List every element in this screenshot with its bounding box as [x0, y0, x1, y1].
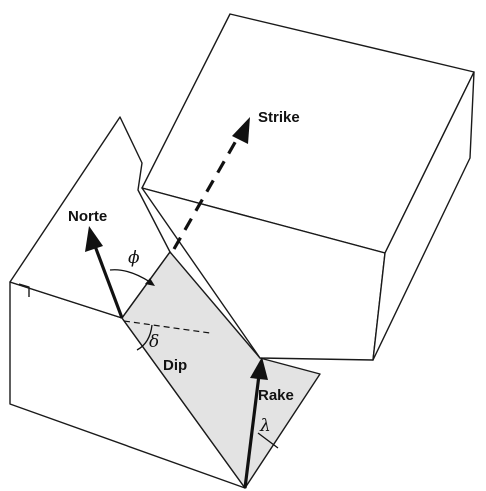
rake-label: Rake — [258, 387, 294, 404]
strike-label: Strike — [258, 109, 300, 126]
footwall-block — [9, 116, 246, 489]
rake-angle-arc — [257, 432, 279, 449]
strike-angle-arc — [109, 269, 151, 283]
strike-angle-label: ϕ — [128, 248, 140, 268]
strike-arrowhead — [232, 117, 250, 144]
strike-angle-arc-tip — [145, 278, 155, 286]
fault-plane — [121, 251, 321, 489]
rake-vector — [243, 374, 261, 489]
rake-angle-label: λ — [259, 416, 271, 436]
rake-arrowhead — [250, 357, 268, 380]
hanging-wall-side-face — [372, 71, 475, 361]
dip-reference-line — [123, 320, 211, 334]
strike-vector — [172, 131, 243, 250]
north-vector — [93, 245, 124, 319]
north-arrowhead — [85, 226, 103, 252]
dip-angle-arc — [136, 324, 153, 351]
dip-label: Dip — [163, 357, 187, 374]
right-angle-marker — [18, 283, 30, 297]
hanging-wall-block — [141, 13, 475, 361]
dip-angle-label: δ — [149, 332, 159, 352]
north-label: Norte — [68, 208, 107, 225]
